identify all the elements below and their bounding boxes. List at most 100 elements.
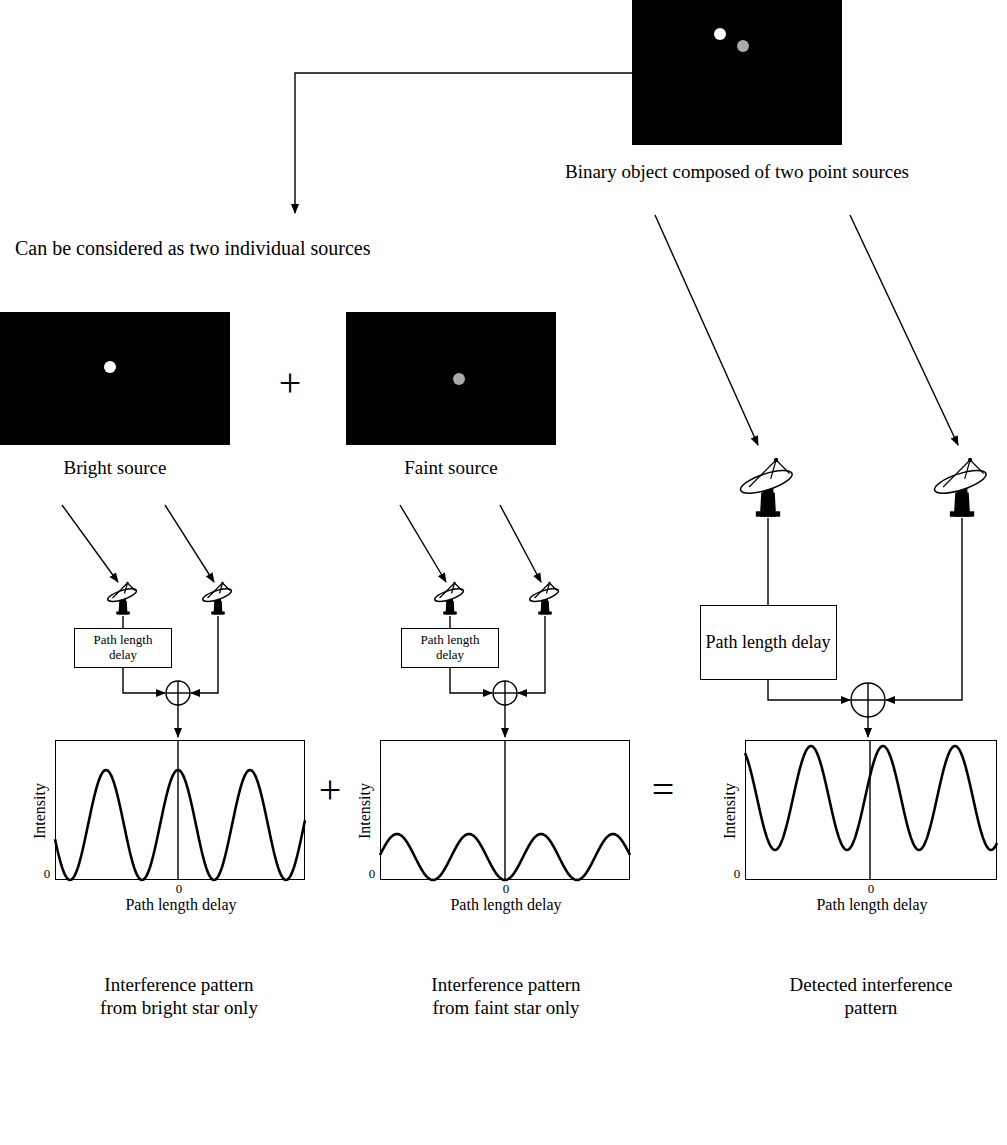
delay-box: Path length delay <box>401 628 499 668</box>
star-field <box>346 312 556 445</box>
image-caption: Faint source <box>404 458 497 477</box>
axis-title: Path length delay <box>125 897 236 913</box>
telescope-feed <box>774 458 778 462</box>
plot-caption: Interference pattern from faint star onl… <box>411 974 601 1020</box>
radio-telescope <box>738 458 794 517</box>
equals-sign: = <box>652 770 675 810</box>
signal-wire <box>449 616 450 628</box>
axis-origin: 0 <box>868 882 875 895</box>
axis-origin: 0 <box>176 882 183 895</box>
axis-title: Intensity <box>32 783 48 839</box>
radio-telescope <box>106 582 137 615</box>
telescope-base <box>211 612 225 615</box>
star-field <box>0 312 230 445</box>
plot-caption: Detected interference pattern <box>776 974 966 1020</box>
axis-origin: 0 <box>369 867 376 880</box>
light-ray <box>400 505 446 582</box>
telescope-feed-leg <box>220 583 223 594</box>
telescope-feed-leg <box>128 583 136 591</box>
telescope-feed-leg <box>455 583 463 591</box>
plot-caption: Interference pattern from bright star on… <box>84 974 274 1020</box>
telescope-base <box>538 612 552 615</box>
radio-telescope <box>528 582 559 615</box>
telescope-feed-leg <box>749 460 776 487</box>
faint-source-image: Faint source <box>346 312 556 445</box>
telescope-feed-leg <box>550 583 558 591</box>
bright-source-image: Bright source <box>0 312 230 445</box>
axis-origin: 0 <box>503 882 510 895</box>
telescope-base <box>756 511 780 516</box>
beam-combiner <box>166 681 190 705</box>
telescope-base <box>116 612 130 615</box>
delay-box: Path length delay <box>74 628 172 668</box>
point-source <box>714 28 726 40</box>
delay-label: Path length delay <box>706 632 831 653</box>
plus-sign: + <box>279 363 302 403</box>
signal-wire <box>123 668 165 693</box>
section-note: Can be considered as two individual sour… <box>15 238 370 258</box>
intensity-plot: Intensity00Path length delayDetected int… <box>745 740 997 880</box>
plus-sign: + <box>319 770 342 810</box>
signal-wire <box>886 518 962 700</box>
telescope-feed-leg <box>452 583 455 594</box>
beam-combiner <box>493 681 517 705</box>
interference-curve <box>745 746 997 850</box>
output-arrow <box>867 717 868 737</box>
light-ray <box>62 505 118 582</box>
telescope-feed-leg <box>943 460 970 487</box>
point-source <box>104 361 116 373</box>
axis-origin: 0 <box>734 867 741 880</box>
axis-title: Path length delay <box>816 897 927 913</box>
telescope-feed-leg <box>965 460 970 479</box>
signal-wire <box>191 616 218 693</box>
delay-label: Path length delay <box>79 633 167 663</box>
signal-wire <box>450 668 492 693</box>
telescope-feed-leg <box>776 460 790 474</box>
light-ray <box>165 505 214 582</box>
signal-wire <box>768 680 850 700</box>
radio-telescope <box>201 582 232 615</box>
telescope-feed <box>453 582 455 584</box>
intensity-plot: Intensity00Path length delayInterference… <box>55 740 305 880</box>
combiner-cross <box>504 681 505 705</box>
combiner-cross <box>177 681 178 705</box>
image-caption: Binary object composed of two point sour… <box>565 162 909 181</box>
telescope-feed-leg <box>970 460 984 474</box>
combiner-cross <box>867 683 868 717</box>
telescope-feed-leg <box>771 460 776 479</box>
intensity-plot: Intensity00Path length delayInterference… <box>380 740 630 880</box>
delay-label: Path length delay <box>406 633 494 663</box>
axis-title: Intensity <box>722 783 738 839</box>
point-source <box>737 40 749 52</box>
signal-wire <box>767 518 768 605</box>
telescope-feed-leg <box>223 583 231 591</box>
telescope-feed-leg <box>440 583 455 598</box>
binary-object-image: Binary object composed of two point sour… <box>632 0 842 145</box>
light-ray <box>850 215 958 445</box>
radio-telescope <box>932 458 988 517</box>
light-ray <box>655 215 758 445</box>
telescope-base <box>443 612 457 615</box>
telescope-feed-leg <box>113 583 128 598</box>
light-ray <box>500 505 541 582</box>
zero-delay-line <box>869 740 870 880</box>
telescope-feed-leg <box>208 583 223 598</box>
output-arrow <box>504 705 505 737</box>
axis-origin: 0 <box>44 867 51 880</box>
beam-combiner <box>851 683 885 717</box>
star-field <box>632 0 842 145</box>
output-arrow <box>177 705 178 737</box>
delay-box: Path length delay <box>700 605 837 680</box>
telescope-feed <box>221 582 223 584</box>
axis-title: Path length delay <box>450 897 561 913</box>
zero-delay-line <box>504 740 505 880</box>
interference-curve <box>55 770 305 880</box>
telescope-feed <box>548 582 550 584</box>
telescope-feed-leg <box>125 583 128 594</box>
axis-title: Intensity <box>357 783 373 839</box>
telescope-feed-leg <box>547 583 550 594</box>
signal-wire <box>122 616 123 628</box>
telescope-feed-leg <box>535 583 550 598</box>
telescope-feed <box>968 458 972 462</box>
